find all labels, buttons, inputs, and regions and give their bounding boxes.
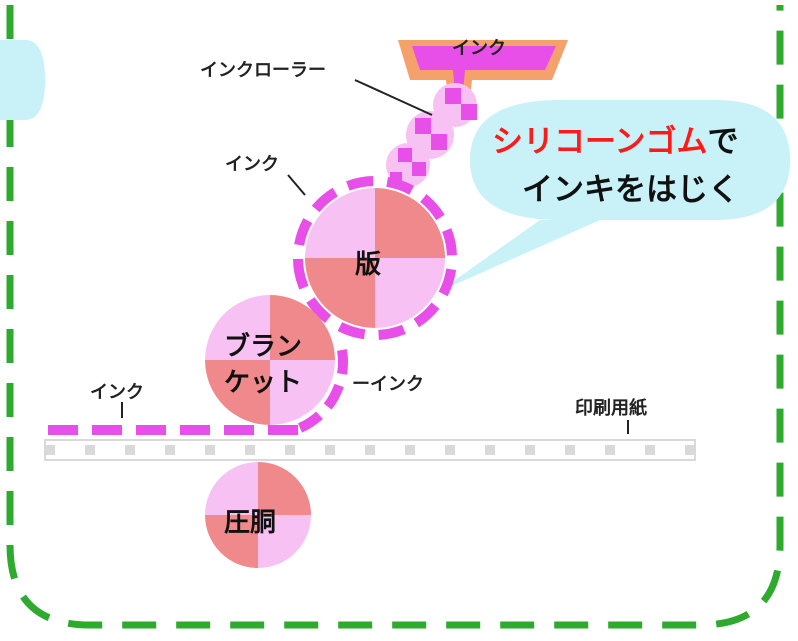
plate-cylinder xyxy=(305,188,445,328)
ink-roller-cell xyxy=(415,118,431,134)
callout-suffix: で xyxy=(707,124,739,160)
ink-tray-label: インク xyxy=(452,38,506,59)
plate-label: 版 xyxy=(355,250,382,280)
dashed-frame xyxy=(6,5,784,629)
left-speech-bubble xyxy=(0,40,45,120)
ink-roller-chain xyxy=(386,83,477,187)
ink-roller-cell xyxy=(431,134,447,150)
plate-ink-leader xyxy=(287,174,306,196)
plate-ink-dashes xyxy=(276,159,473,356)
blanket-ink-label: ーインク xyxy=(352,374,424,395)
blanket-label-line1: ブラン xyxy=(224,332,303,362)
printing-paper xyxy=(44,439,696,461)
paper-label: 印刷用紙 xyxy=(575,398,647,419)
ink-roller-cell xyxy=(445,88,461,104)
blanket-ink-arc xyxy=(297,349,349,433)
callout-line2: インキをはじく xyxy=(522,172,739,208)
impression-cylinder xyxy=(205,462,311,568)
ink-roller-cell xyxy=(398,148,412,162)
plate-ink-label: インク xyxy=(225,154,279,175)
blanket-label-line2: ケット xyxy=(224,368,303,398)
callout-highlight: シリコーンゴム xyxy=(492,124,708,160)
paper-ink-label: インク xyxy=(90,382,144,403)
ink-roller-cell xyxy=(461,104,477,120)
ink-roller-label: インクローラー xyxy=(200,60,326,81)
callout-line1: シリコーンゴムで xyxy=(492,116,738,161)
ink-roller-cell xyxy=(412,162,426,176)
ink-roller-leader xyxy=(354,79,433,116)
blanket-cylinder xyxy=(205,295,335,425)
ink-in-tray xyxy=(412,46,556,92)
callout-bubble xyxy=(438,100,790,292)
impression-label: 圧胴 xyxy=(224,508,277,538)
